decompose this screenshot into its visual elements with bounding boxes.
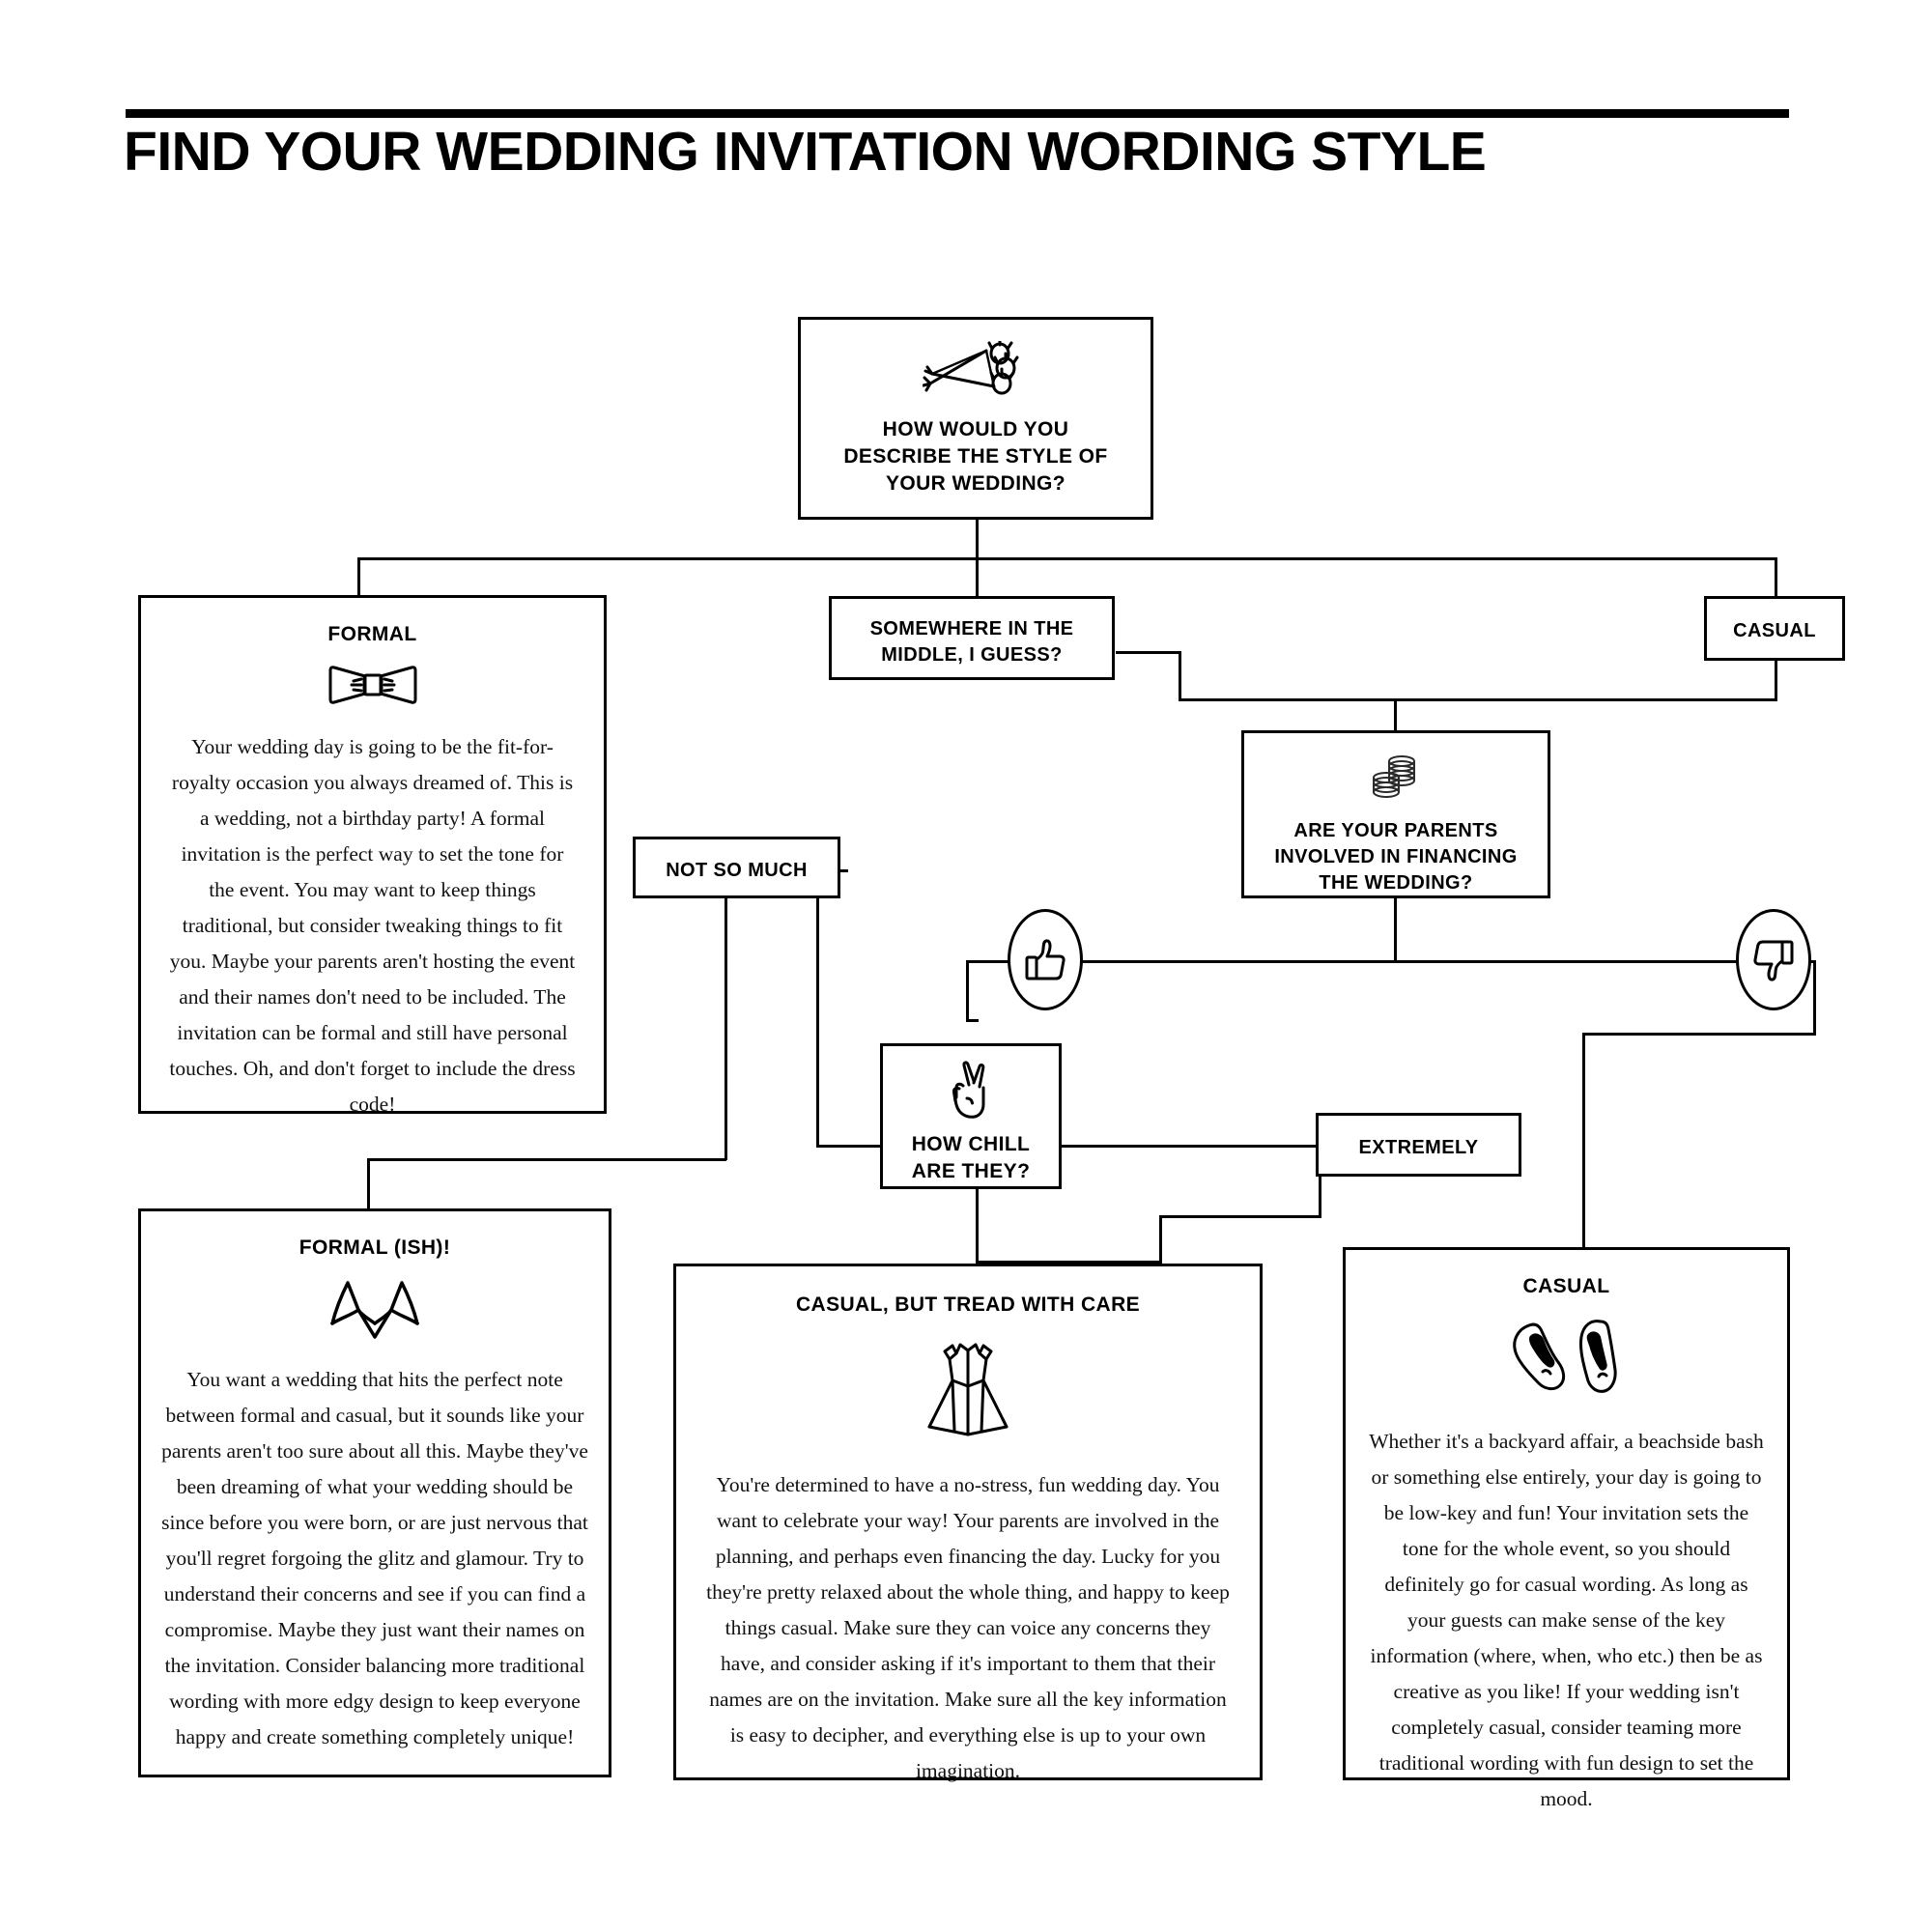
connector-to-formal (357, 557, 360, 595)
title-rule (126, 109, 1789, 118)
connector-chill-bottom (976, 1189, 979, 1266)
bouquet-icon (923, 341, 1029, 399)
connector-middle-exit (1116, 651, 1181, 654)
connector-extremely-left2 (976, 1261, 1162, 1264)
result-formal-ish-body: You want a wedding that hits the perfect… (161, 1368, 588, 1748)
thumbs-down-icon (1751, 936, 1796, 984)
open-collar-icon (327, 1279, 423, 1341)
start-question-line1: HOW WOULD YOU (882, 418, 1069, 440)
result-formal-ish-box[interactable]: FORMAL (ISH)! You want a wedding that hi… (138, 1208, 611, 1777)
connector-no-drop (1813, 960, 1816, 1036)
connector-extremely-down (1159, 1215, 1162, 1264)
flip-flops-icon (1506, 1316, 1628, 1401)
result-casual-body: Whether it's a backyard affair, a beachs… (1369, 1430, 1764, 1810)
result-formal-title: FORMAL (327, 623, 417, 645)
chill-question-line2: ARE THEY? (911, 1160, 1031, 1183)
thumbs-up-icon (1023, 936, 1067, 984)
peace-hand-icon (949, 1060, 993, 1120)
connector-to-middle (976, 557, 979, 598)
start-question-line2: DESCRIBE THE STYLE OF (843, 445, 1108, 469)
connector-notsomuch-drop (724, 898, 727, 1160)
connector-extremely-drop (1319, 1145, 1321, 1218)
answer-not-so-much[interactable]: NOT SO MUCH (633, 837, 840, 898)
connector-chill-left-up (816, 869, 819, 1148)
answer-casual[interactable]: CASUAL (1704, 596, 1845, 661)
start-question-box[interactable]: HOW WOULD YOU DESCRIBE THE STYLE OF YOUR… (798, 317, 1153, 520)
connector-main-bus (357, 557, 1777, 560)
page-title: FIND YOUR WEDDING INVITATION WORDING STY… (124, 121, 1487, 183)
result-casual-title: CASUAL (1522, 1275, 1610, 1297)
result-casual-care-body: You're determined to have a no-stress, f… (706, 1473, 1230, 1782)
chill-question-line1: HOW CHILL (911, 1133, 1031, 1155)
answer-extremely-label: EXTREMELY (1358, 1137, 1479, 1158)
dress-icon (916, 1338, 1020, 1442)
result-formal-body: Your wedding day is going to be the fit-… (169, 735, 576, 1116)
connector-no-to-casual (1582, 1033, 1585, 1247)
answer-extremely[interactable]: EXTREMELY (1316, 1113, 1521, 1177)
connector-yes-to-chill (966, 1019, 979, 1022)
finance-question-box[interactable]: ARE YOUR PARENTS INVOLVED IN FINANCING T… (1241, 730, 1550, 898)
answer-no-thumbs-down[interactable] (1736, 909, 1811, 1010)
connector-chill-left (816, 1145, 884, 1148)
answer-yes-thumbs-up[interactable] (1008, 909, 1083, 1010)
answer-not-so-much-label: NOT SO MUCH (666, 860, 808, 881)
result-casual-care-title: CASUAL, BUT TREAD WITH CARE (795, 1293, 1141, 1316)
connector-chill-right (980, 1145, 1319, 1148)
finance-question-line3: THE WEDDING? (1319, 871, 1473, 894)
chill-question-box[interactable]: HOW CHILL ARE THEY? (880, 1043, 1062, 1189)
answer-middle-line2: MIDDLE, I GUESS? (881, 643, 1063, 666)
connector-finance-stem (1394, 898, 1397, 962)
connector-start-stem (976, 520, 979, 557)
finance-question-line2: INVOLVED IN FINANCING (1274, 845, 1518, 867)
connector-extremely-left (1159, 1215, 1321, 1218)
connector-middle-drop (1179, 651, 1181, 701)
connector-bus-to-finance (1394, 698, 1397, 730)
start-question-line3: YOUR WEDDING? (885, 472, 1065, 496)
answer-middle-line1: SOMEWHERE IN THE (869, 618, 1074, 639)
finance-question-line1: ARE YOUR PARENTS (1293, 820, 1498, 841)
answer-casual-label: CASUAL (1733, 620, 1816, 641)
connector-to-formal-ish (367, 1158, 370, 1209)
connector-no-left (1582, 1033, 1816, 1036)
connector-yes-drop (966, 960, 969, 1022)
connector-casual-answer-drop (1775, 661, 1777, 701)
result-formal-ish-title: FORMAL (ISH)! (298, 1236, 451, 1259)
result-casual-box[interactable]: CASUAL Whether it's a backyard affai (1343, 1247, 1790, 1810)
result-casual-care-box[interactable]: CASUAL, BUT TREAD WITH CARE (673, 1264, 1263, 1782)
connector-notsomuch-left (367, 1158, 726, 1161)
answer-somewhere-in-middle[interactable]: SOMEWHERE IN THE MIDDLE, I GUESS? (829, 596, 1115, 680)
connector-finance-bus (1179, 698, 1777, 701)
connector-yesno-bus (966, 960, 1816, 963)
coins-icon (1367, 751, 1425, 803)
result-formal-box[interactable]: FORMAL Your wedding day is going to be t… (138, 595, 607, 1116)
bow-tie-icon (327, 662, 419, 708)
connector-to-casual-answer (1775, 557, 1777, 596)
